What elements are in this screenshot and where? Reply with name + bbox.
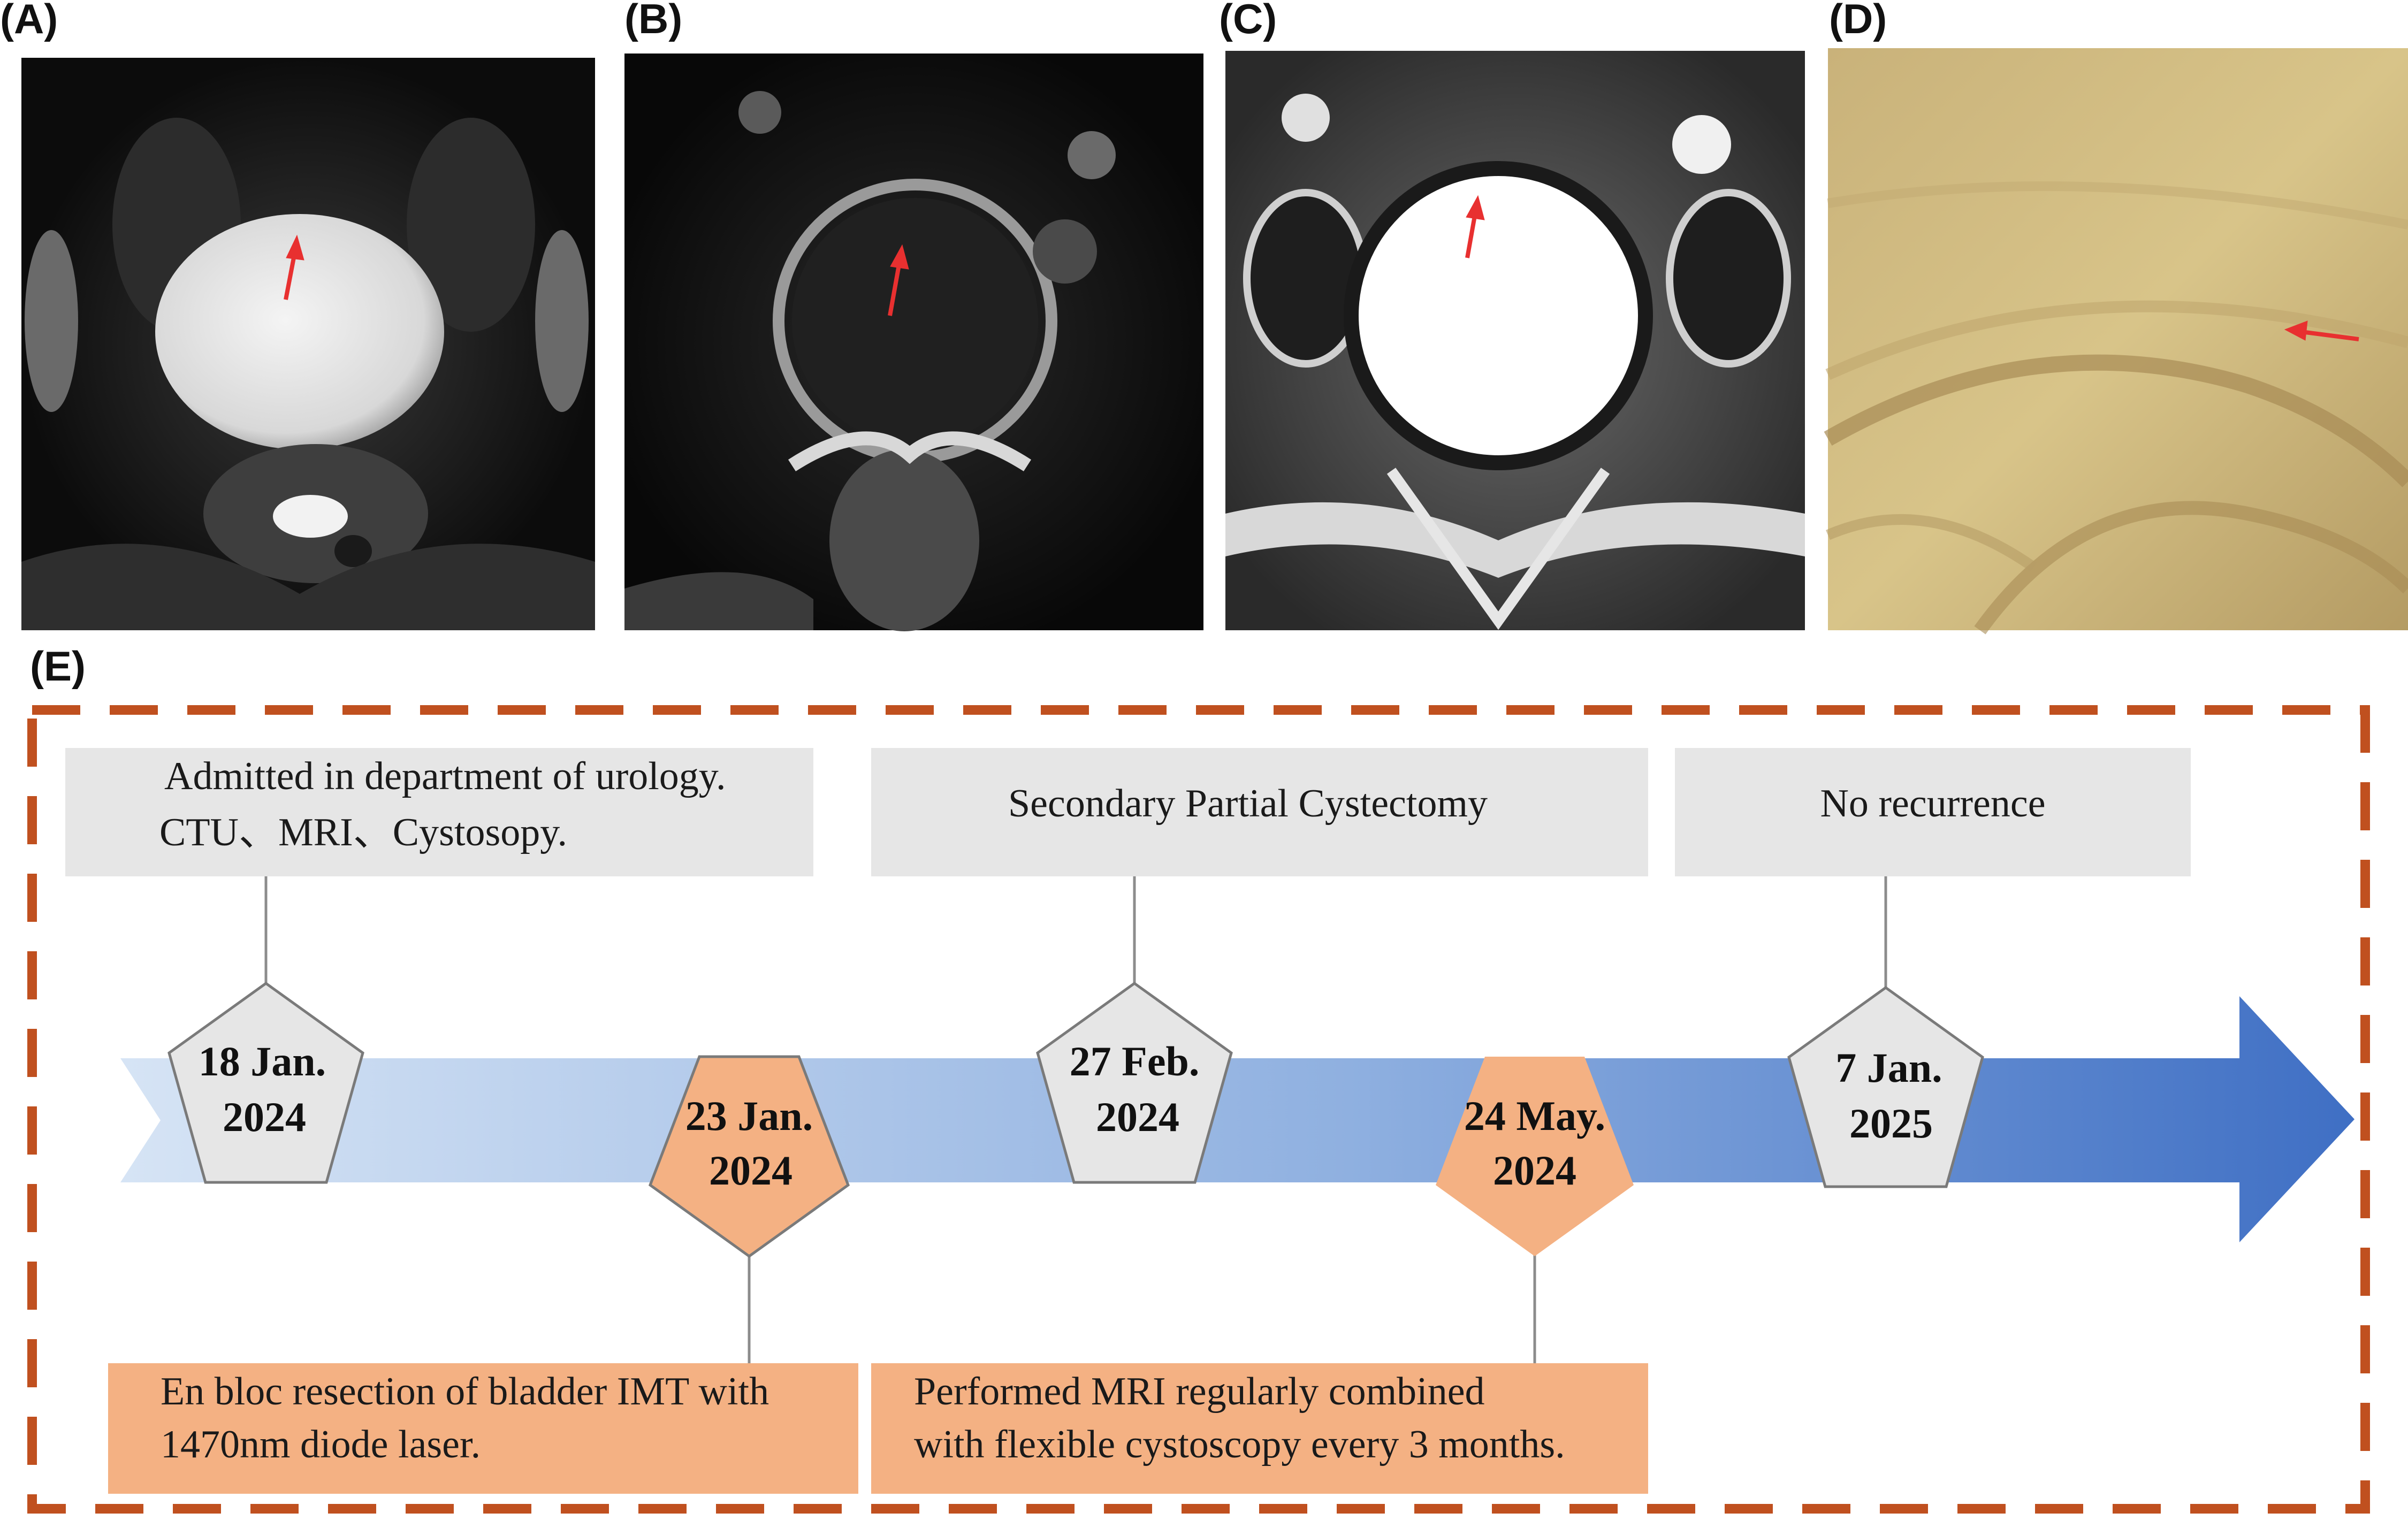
date-marker-24-may-2024-line2: 2024 <box>1493 1147 1576 1194</box>
panel-d-label: (D) <box>1829 0 1887 42</box>
pointer-arrow-a <box>284 234 304 300</box>
panel-c-label: (C) <box>1219 0 1277 42</box>
bottom-box-resection: En bloc resection of bladder IMT with 14… <box>108 1363 858 1494</box>
bottom-box-resection-line1: En bloc resection of bladder IMT with <box>161 1370 769 1414</box>
date-marker-27-feb-2024-line2: 2024 <box>1096 1094 1179 1140</box>
date-marker-27-feb-2024-line1: 27 Feb. <box>1070 1038 1200 1084</box>
connector-lines <box>264 876 1887 1364</box>
bladder-c <box>1344 161 1653 470</box>
date-marker-23-jan-2024-line2: 2024 <box>709 1147 792 1194</box>
date-marker-27-feb-2024: 27 Feb. 2024 <box>1036 981 1233 1184</box>
bottom-box-followup-line2: with flexible cystoscopy every 3 months. <box>914 1423 1565 1466</box>
panel-b-label: (B) <box>624 0 682 42</box>
timeline-arrow <box>120 996 2354 1242</box>
top-box-admission: Admitted in department of urology. CTU、M… <box>65 748 813 876</box>
timeline-frame <box>27 705 2370 1514</box>
date-marker-7-jan-2025: 7 Jan. 2025 <box>1787 985 1984 1188</box>
pointer-arrow-d <box>2284 320 2359 341</box>
top-box-cystectomy: Secondary Partial Cystectomy <box>871 748 1648 876</box>
date-marker-23-jan-2024-line1: 23 Jan. <box>685 1092 813 1139</box>
top-box-cystectomy-text: Secondary Partial Cystectomy <box>1008 782 1488 826</box>
panel-e-label: (E) <box>30 643 86 690</box>
panel-c <box>1225 51 1805 630</box>
date-marker-7-jan-2025-line2: 2025 <box>1849 1100 1933 1147</box>
bottom-box-resection-line2: 1470nm diode laser. <box>161 1423 481 1466</box>
date-marker-18-jan-2024: 18 Jan. 2024 <box>167 981 364 1184</box>
date-marker-7-jan-2025-line1: 7 Jan. <box>1835 1044 1942 1091</box>
panel-a <box>21 58 595 630</box>
pointer-arrow-c <box>1465 195 1485 258</box>
panel-b <box>624 54 1203 631</box>
pointer-arrow-b <box>888 244 909 316</box>
top-box-admission-line2: CTU、MRI、Cystosopy. <box>159 811 567 854</box>
date-marker-23-jan-2024: 23 Jan. 2024 <box>648 1055 850 1258</box>
bladder-a <box>155 214 444 449</box>
panel-a-label: (A) <box>0 0 58 42</box>
date-marker-24-may-2024: 24 May. 2024 <box>1436 1057 1634 1256</box>
bottom-box-followup: Performed MRI regularly combined with fl… <box>871 1363 1648 1494</box>
panel-d <box>1824 48 2408 635</box>
top-box-no-recurrence-text: No recurrence <box>1820 782 2045 826</box>
date-marker-18-jan-2024-line1: 18 Jan. <box>199 1038 326 1084</box>
top-box-admission-line1: Admitted in department of urology. <box>164 754 726 798</box>
date-marker-24-may-2024-line1: 24 May. <box>1464 1092 1605 1139</box>
top-box-no-recurrence: No recurrence <box>1675 748 2191 876</box>
bottom-box-followup-line1: Performed MRI regularly combined <box>914 1370 1485 1414</box>
date-marker-18-jan-2024-line2: 2024 <box>223 1094 306 1140</box>
